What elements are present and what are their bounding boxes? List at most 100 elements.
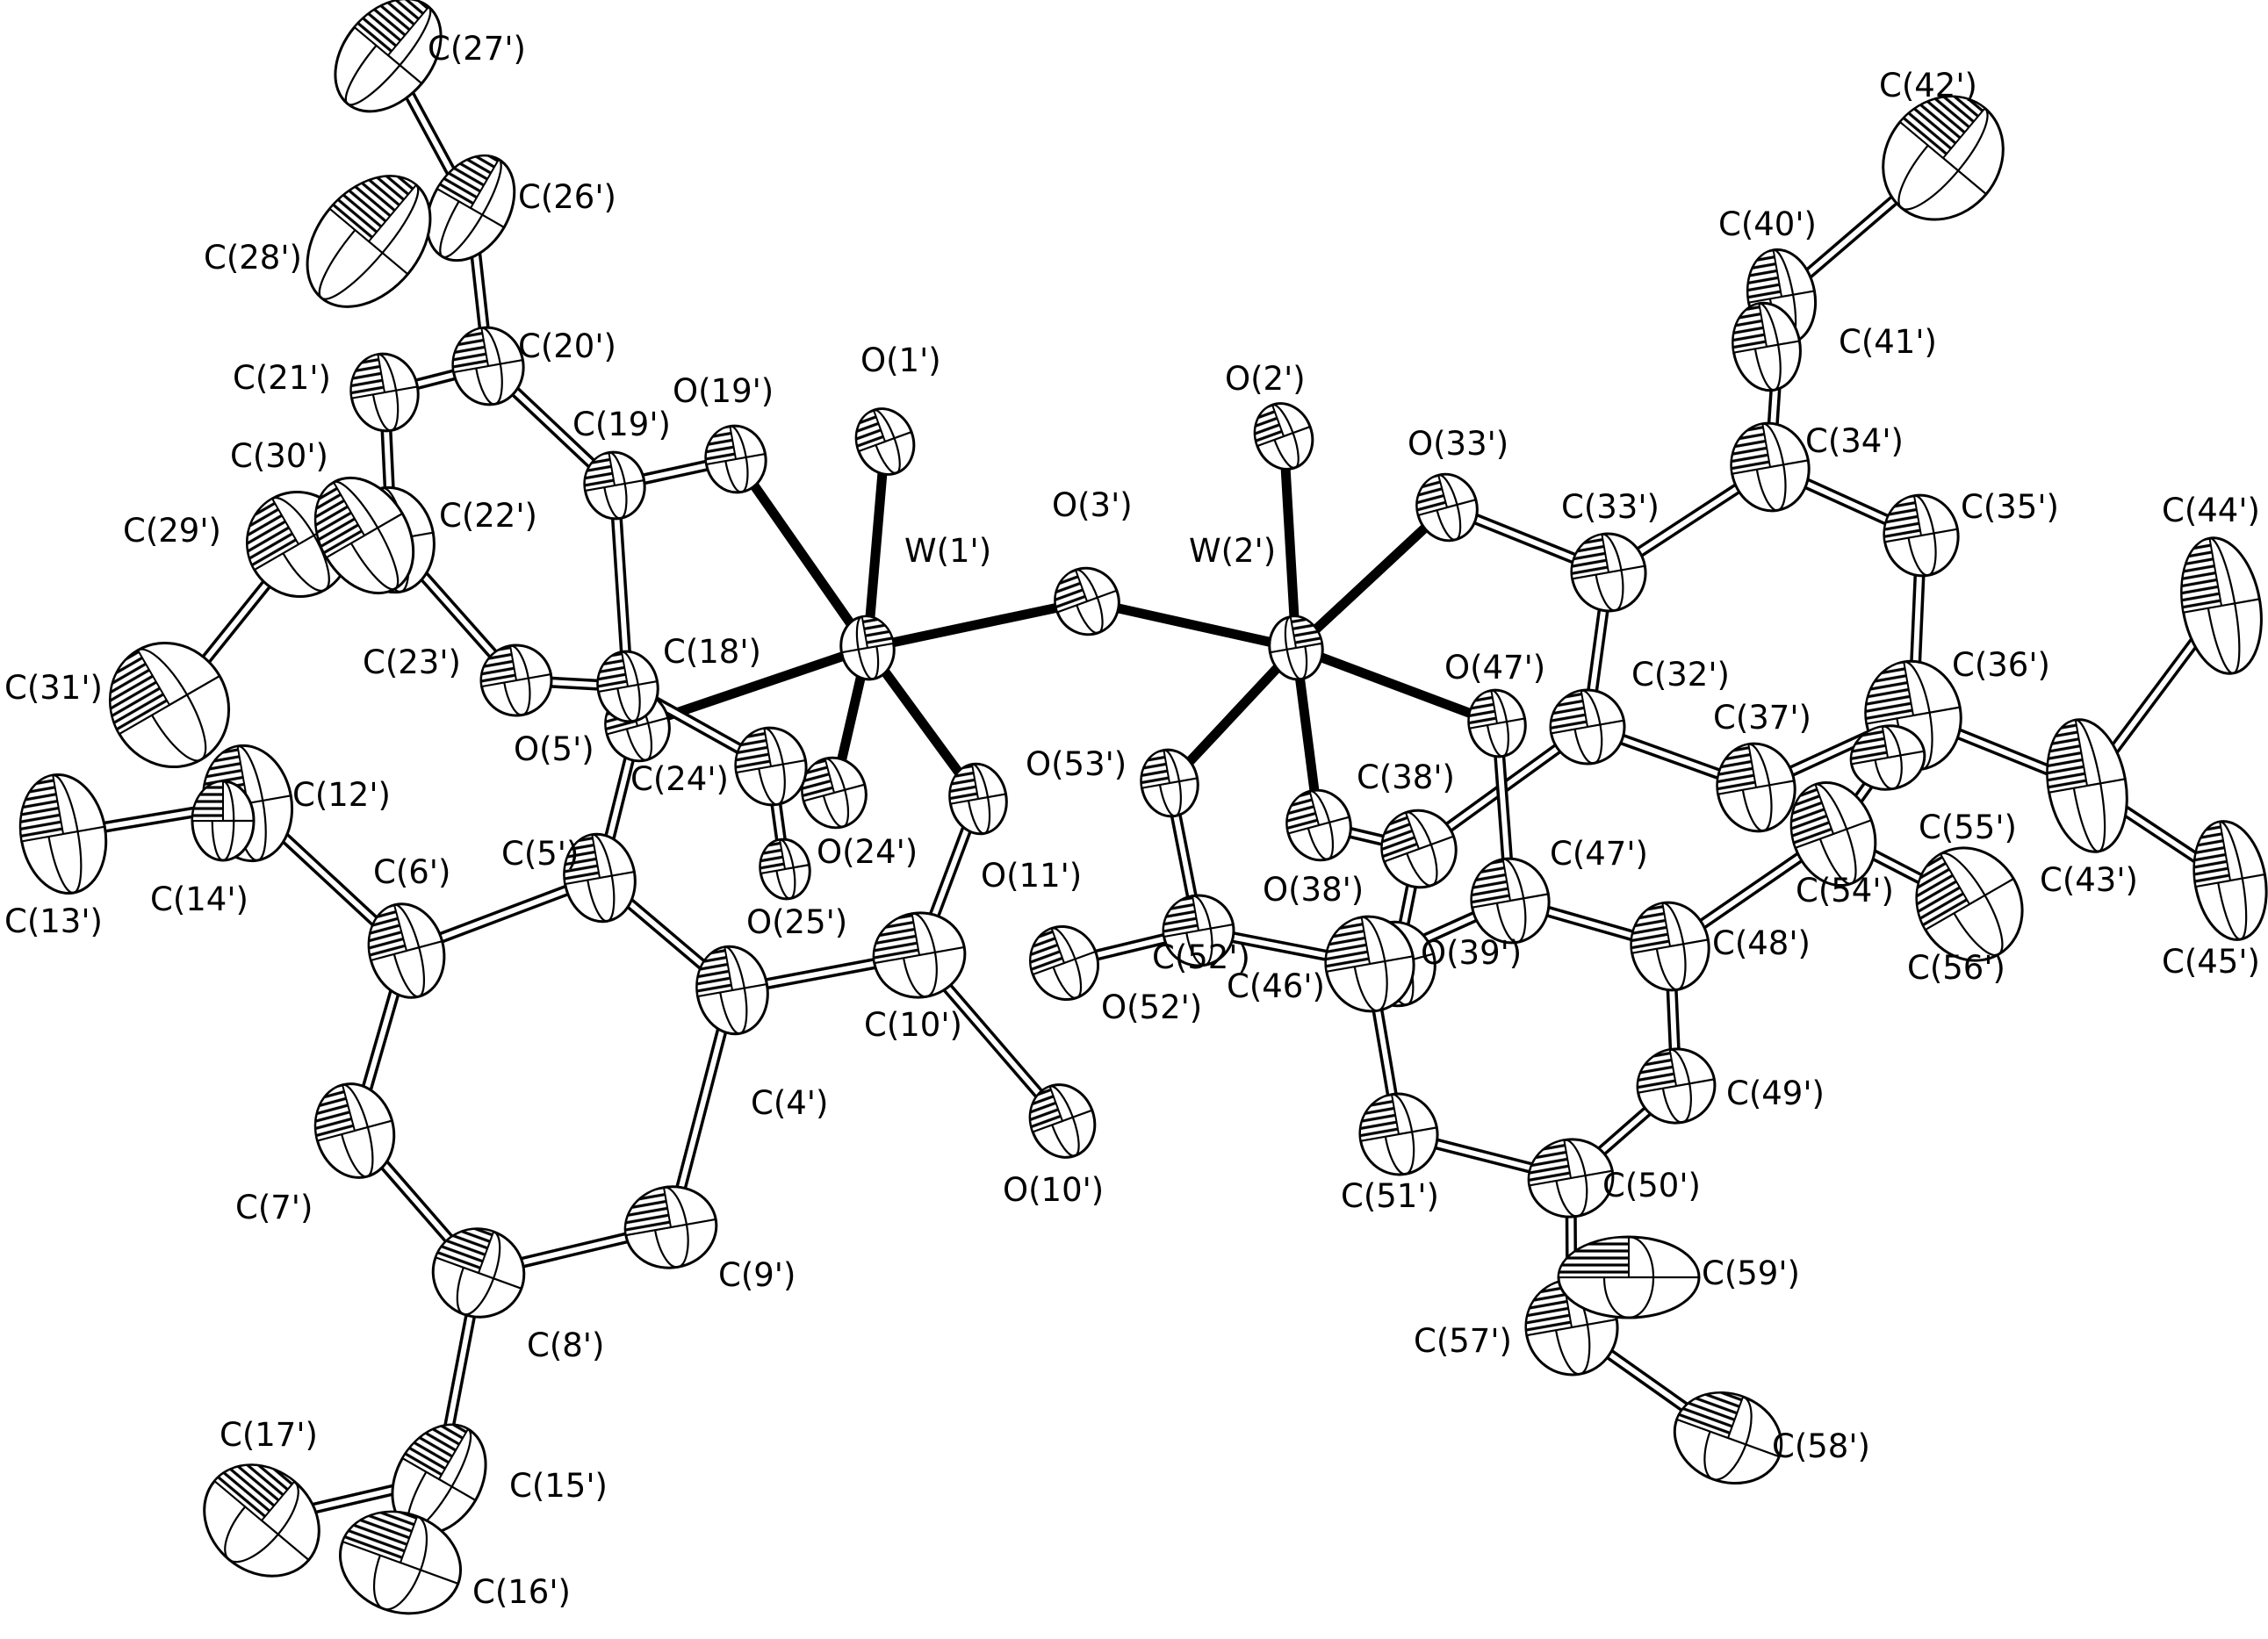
atom-c30	[313, 476, 415, 595]
bond-c8-c9	[512, 1230, 637, 1270]
bond-c15-c17	[308, 1481, 408, 1515]
bond-c23-c18	[544, 676, 605, 691]
bond-w1-o5	[656, 650, 853, 723]
atom-o53	[1140, 748, 1199, 818]
atom-label-o39: O(39')	[1421, 934, 1522, 972]
atom-c21	[349, 352, 420, 433]
atom-label-c46: C(46')	[1227, 967, 1325, 1005]
atom-label-o19: O(19')	[673, 372, 774, 410]
atom-c52	[1162, 894, 1235, 967]
bond-o47-c47	[1493, 745, 1514, 871]
atom-o19	[704, 424, 767, 494]
atom-c59	[1557, 1235, 1701, 1319]
bond-c57-c58	[1598, 1343, 1696, 1418]
atom-label-o5: O(5')	[514, 730, 594, 768]
atom-label-c55: C(55')	[1919, 809, 2017, 846]
atom-c23	[479, 643, 553, 717]
atom-label-c24: C(24')	[630, 760, 729, 798]
bond-w1-o19	[745, 473, 860, 636]
atom-label-o1: O(1')	[860, 341, 941, 379]
atom-label-c10: C(10')	[864, 1006, 962, 1044]
atom-c32	[1549, 688, 1626, 766]
atom-label-c23: C(23')	[363, 643, 461, 681]
atom-label-c31: C(31')	[4, 669, 103, 707]
bond-c49-c50	[1592, 1102, 1657, 1161]
bond-c18-c19	[610, 508, 632, 664]
bond-c48-c54	[1692, 847, 1811, 934]
atom-c48	[1630, 901, 1710, 992]
bond-c52-o53	[1168, 803, 1199, 904]
atom-c38	[1380, 809, 1458, 889]
atom-c7	[313, 1082, 396, 1179]
atom-label-o33: O(33')	[1408, 425, 1508, 463]
atom-label-c16: C(16')	[472, 1573, 571, 1611]
atom-o11	[948, 762, 1008, 836]
atom-c50	[1527, 1138, 1615, 1218]
atom-label-c9: C(9')	[718, 1256, 796, 1294]
atom-label-c13: C(13')	[4, 902, 103, 940]
atom-label-o53: O(53')	[1026, 745, 1127, 783]
atom-label-c12: C(12')	[292, 776, 391, 814]
atom-label-c47: C(47')	[1550, 835, 1648, 873]
bond-w2-o53	[1179, 658, 1287, 772]
atom-label-c6: C(6')	[373, 853, 450, 891]
atom-c9	[623, 1185, 718, 1269]
atom-o1	[854, 407, 916, 476]
atom-label-c44: C(44')	[2162, 492, 2260, 529]
atom-c56	[1915, 846, 2024, 962]
bond-c8-c15	[439, 1307, 478, 1448]
atom-label-o11: O(11')	[981, 857, 1082, 895]
bond-c10-o10	[939, 979, 1051, 1106]
bond-c46-c52	[1225, 930, 1336, 963]
bond-c26-c27	[400, 83, 461, 184]
bond-c47-c48	[1538, 903, 1642, 944]
atom-label-c52: C(52')	[1152, 938, 1250, 976]
atom-c34	[1730, 421, 1811, 513]
atom-label-o25: O(25')	[746, 903, 847, 941]
atom-c10	[872, 911, 967, 999]
atom-c15	[391, 1423, 487, 1535]
atom-c4	[695, 945, 769, 1036]
atom-c49	[1636, 1047, 1717, 1125]
atom-o52	[1029, 924, 1099, 1002]
atom-label-o2: O(2')	[1225, 360, 1306, 398]
atom-label-c45: C(45')	[2162, 943, 2260, 981]
bond-c43-c44	[2100, 627, 2208, 765]
bond-c52-o52	[1089, 931, 1173, 963]
atom-o33	[1415, 472, 1479, 543]
atom-label-c35: C(35')	[1961, 488, 2059, 526]
atom-c5	[563, 832, 637, 924]
bond-c51-c46	[1370, 997, 1400, 1105]
atom-label-o38: O(38')	[1263, 871, 1364, 909]
bond-c10-o11	[926, 817, 976, 924]
atom-c19	[583, 450, 646, 521]
bond-w2-o2	[1279, 454, 1300, 632]
atom-label-c37: C(37')	[1713, 699, 1811, 737]
bond-c5-c6	[432, 882, 576, 946]
bond-c33-c34	[1630, 478, 1748, 562]
bond-c20-c21	[408, 367, 463, 392]
atom-c18	[596, 650, 659, 723]
atom-c45	[2192, 820, 2268, 941]
bond-c5-c4	[617, 891, 715, 977]
atom-label-c50: C(50')	[1602, 1167, 1701, 1204]
atom-c27	[334, 0, 443, 113]
atom-o10	[1028, 1083, 1097, 1159]
bond-c7-c8	[371, 1150, 459, 1249]
bond-w2-o38	[1293, 664, 1321, 805]
atom-o2	[1253, 402, 1314, 471]
atom-c37	[1716, 742, 1796, 833]
atom-label-c28: C(28')	[204, 239, 302, 277]
bond-w2-o3	[1106, 601, 1281, 649]
atom-label-c34: C(34')	[1805, 422, 1904, 460]
atom-c8	[431, 1227, 526, 1319]
atom-o24	[801, 756, 868, 830]
atom-c24	[734, 726, 808, 807]
atom-label-c59: C(59')	[1702, 1254, 1800, 1292]
atom-c44	[2180, 536, 2263, 675]
atom-label-c20: C(20')	[518, 327, 616, 365]
bond-o33-c33	[1466, 511, 1584, 567]
atom-label-c27: C(27')	[428, 30, 526, 68]
atom-c42	[1882, 95, 2005, 221]
